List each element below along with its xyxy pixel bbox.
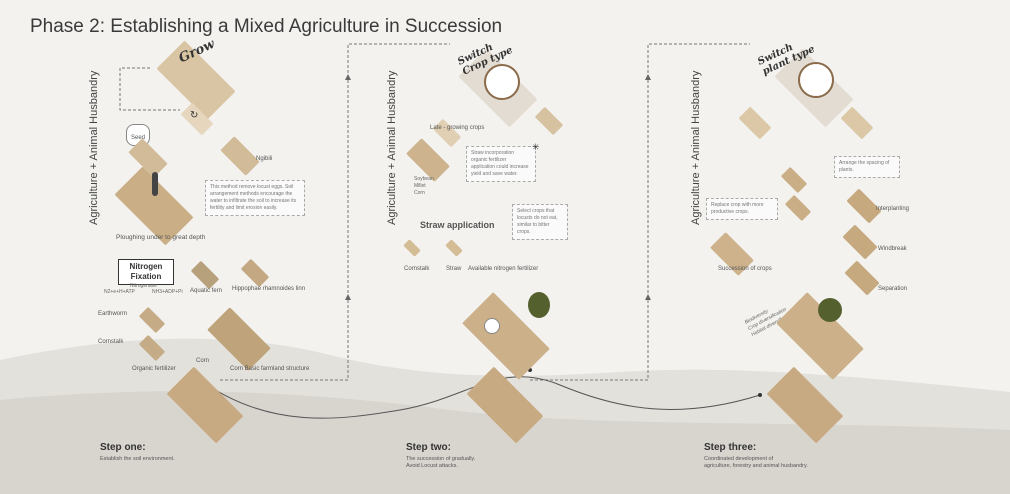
windbreak-label: Windbreak (878, 246, 907, 252)
magnifier-icon (484, 318, 500, 334)
earthworm-label: Earthworm (98, 311, 128, 317)
late-crops-label: Late - growing crops (430, 125, 485, 131)
select-crops-note: Select crops that locusts do not eat, si… (512, 204, 568, 240)
side-label-1: Agriculture + Animal Husbandry (88, 70, 100, 225)
separation-label: Separation (878, 286, 908, 292)
step-one-desc: Establish the soil environment. (100, 456, 175, 462)
succession-label: Succession of crops (718, 266, 772, 272)
organic-fertilizer-label: Organic fertilizer (132, 366, 176, 372)
equation-right: NH3+ADP+Pi (152, 289, 183, 295)
cornstalk-label-1: Cornstalk (98, 339, 124, 345)
ploughing-label: Ploughing under to great depth (116, 234, 206, 241)
nitrogen-fixation-box: Nitrogen Fixation (118, 259, 174, 285)
nitrogenase-label: Nitrogenase (130, 283, 157, 289)
step-two-title: Step two: (406, 442, 451, 453)
crop-cycle-icon (484, 64, 520, 100)
plant-cycle-icon (798, 62, 834, 98)
interplanting-label: Interplanting (876, 206, 910, 212)
cornstalk-label-2: Cornstalk (404, 266, 430, 272)
crop-list: Soybean Millet Corn (414, 176, 434, 196)
straw-application-label: Straw application (420, 220, 495, 230)
cycle-icon: ↻ (190, 110, 199, 121)
step-one-title: Step one: (100, 442, 146, 453)
available-n-label: Available nitrogen fertilizer (468, 266, 539, 272)
straw-note: Straw incorporation organic fertilizer a… (466, 146, 536, 182)
equation-left: N2+e+H+ATP (104, 289, 135, 295)
replace-note: Replace crop with more productive crops. (706, 198, 778, 220)
basic-structure-label: Corn Basic farmland structure (230, 366, 310, 372)
step-three-title: Step three: (704, 442, 757, 453)
ngibili-label: Ngibili (256, 156, 273, 162)
step-three-desc: Coordinated development of agriculture, … (704, 456, 808, 469)
side-label-2: Agriculture + Animal Husbandry (386, 70, 398, 225)
straw-label: Straw (446, 266, 462, 272)
insect-icon: ✳ (532, 142, 540, 152)
tree-icon-2 (818, 298, 842, 322)
side-label-3: Agriculture + Animal Husbandry (690, 70, 702, 225)
farmer-figure (152, 172, 158, 196)
page-title: Phase 2: Establishing a Mixed Agricultur… (30, 16, 503, 37)
tree-icon (528, 292, 550, 318)
ploughing-note: This method remove locust eggs. Soil arr… (205, 180, 305, 216)
hippophae-label: Hippophae rhamnoides linn (232, 286, 306, 292)
arrange-note: Arrange the spacing of plants. (834, 156, 900, 178)
step-two-desc: The succession of gradually. Avoid Locus… (406, 456, 476, 469)
corn-label: Corn (196, 358, 210, 364)
aquatic-fern-label: Aquatic fern (190, 288, 223, 294)
